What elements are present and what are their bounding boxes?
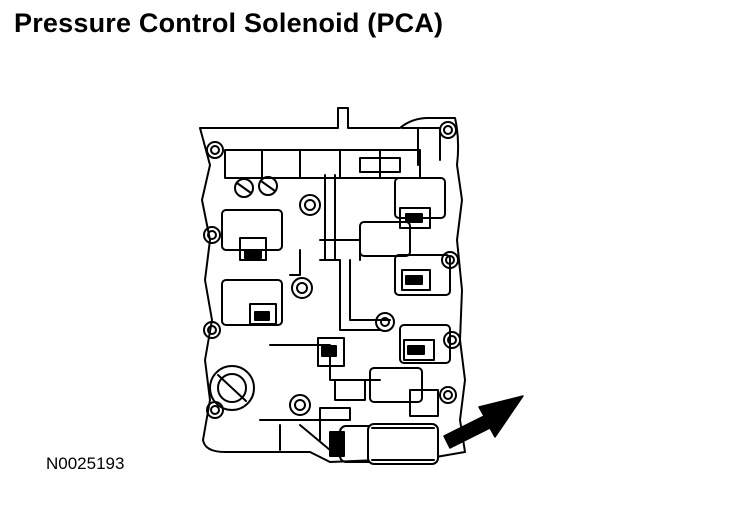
page-title: Pressure Control Solenoid (PCA) [14, 8, 444, 38]
pressure-control-solenoid [329, 423, 439, 465]
bolt-heads [203, 121, 461, 419]
arrow-icon [443, 395, 524, 449]
round-cover [209, 365, 255, 411]
valve-body-outline [199, 107, 466, 463]
figure-id: N0025193 [46, 454, 125, 473]
